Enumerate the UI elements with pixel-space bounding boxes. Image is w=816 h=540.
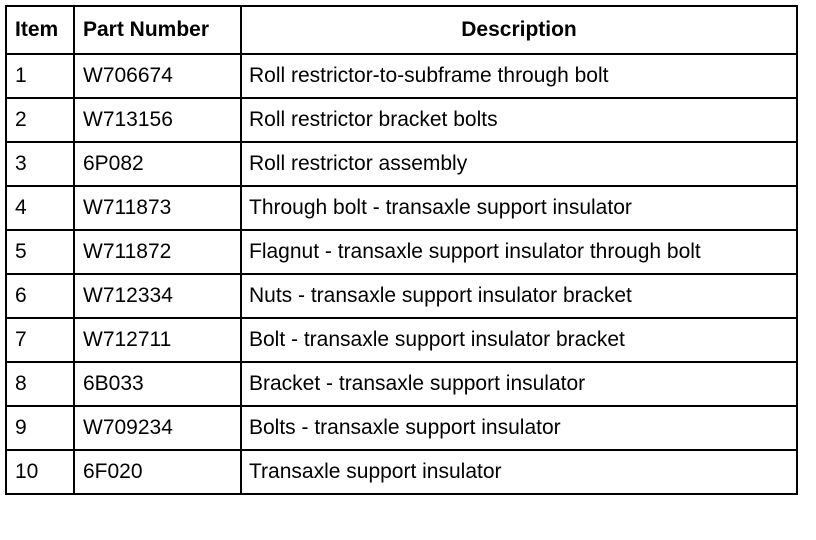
item-cell: 1: [5, 53, 75, 99]
item-cell: 6: [5, 273, 75, 319]
part-number-cell: 6B033: [73, 361, 242, 407]
table-row: 7 W712711 Bolt - transaxle support insul…: [5, 317, 798, 363]
description-cell: Nuts - transaxle support insulator brack…: [240, 273, 798, 319]
part-number-cell: W706674: [73, 53, 242, 99]
part-number-cell: W711872: [73, 229, 242, 275]
item-cell: 9: [5, 405, 75, 451]
table-row: 4 W711873 Through bolt - transaxle suppo…: [5, 185, 798, 231]
header-item: Item: [5, 5, 75, 55]
header-part-number: Part Number: [73, 5, 242, 55]
header-description: Description: [240, 5, 798, 55]
description-cell: Transaxle support insulator: [240, 449, 798, 495]
item-cell: 8: [5, 361, 75, 407]
table-row: 1 W706674 Roll restrictor-to-subframe th…: [5, 53, 798, 99]
parts-table: Item Part Number Description 1 W706674 R…: [5, 5, 798, 495]
part-number-cell: 6P082: [73, 141, 242, 187]
item-cell: 7: [5, 317, 75, 363]
table-row: 2 W713156 Roll restrictor bracket bolts: [5, 97, 798, 143]
part-number-cell: W709234: [73, 405, 242, 451]
item-cell: 10: [5, 449, 75, 495]
item-cell: 5: [5, 229, 75, 275]
description-cell: Roll restrictor bracket bolts: [240, 97, 798, 143]
table-row: 6 W712334 Nuts - transaxle support insul…: [5, 273, 798, 319]
item-cell: 3: [5, 141, 75, 187]
description-cell: Flagnut - transaxle support insulator th…: [240, 229, 798, 275]
table-row: 5 W711872 Flagnut - transaxle support in…: [5, 229, 798, 275]
part-number-cell: 6F020: [73, 449, 242, 495]
table-row: 9 W709234 Bolts - transaxle support insu…: [5, 405, 798, 451]
part-number-cell: W712334: [73, 273, 242, 319]
table-row: 3 6P082 Roll restrictor assembly: [5, 141, 798, 187]
item-cell: 4: [5, 185, 75, 231]
description-cell: Through bolt - transaxle support insulat…: [240, 185, 798, 231]
description-cell: Bolts - transaxle support insulator: [240, 405, 798, 451]
item-cell: 2: [5, 97, 75, 143]
description-cell: Roll restrictor-to-subframe through bolt: [240, 53, 798, 99]
part-number-cell: W713156: [73, 97, 242, 143]
description-cell: Bolt - transaxle support insulator brack…: [240, 317, 798, 363]
part-number-cell: W711873: [73, 185, 242, 231]
description-cell: Roll restrictor assembly: [240, 141, 798, 187]
table-row: 8 6B033 Bracket - transaxle support insu…: [5, 361, 798, 407]
part-number-cell: W712711: [73, 317, 242, 363]
table-row: 10 6F020 Transaxle support insulator: [5, 449, 798, 495]
description-cell: Bracket - transaxle support insulator: [240, 361, 798, 407]
table-header-row: Item Part Number Description: [5, 5, 798, 55]
